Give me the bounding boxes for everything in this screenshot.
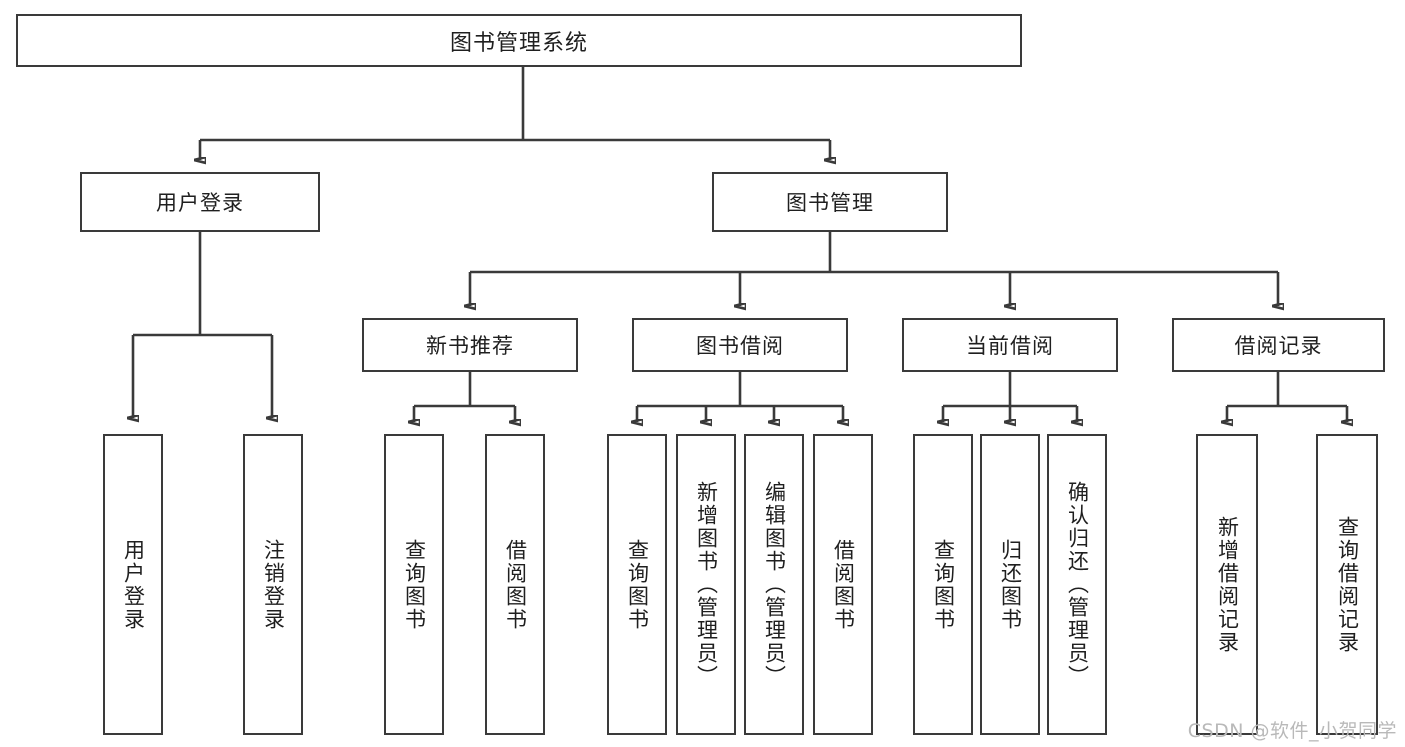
leaf-query-book-3-label: 查询图书 <box>931 538 956 631</box>
node-current-borrow-label: 当前借阅 <box>966 334 1054 358</box>
leaf-query-record-label: 查询借阅记录 <box>1335 515 1360 654</box>
leaf-query-book-3[interactable]: 查询图书 <box>913 434 973 735</box>
leaf-add-book[interactable]: 新增图书（管理员） <box>676 434 736 735</box>
leaf-add-book-label: 新增图书（管理员） <box>694 481 719 688</box>
node-book-management[interactable]: 图书管理 <box>712 172 948 232</box>
node-user-login[interactable]: 用户登录 <box>80 172 320 232</box>
node-current-borrow[interactable]: 当前借阅 <box>902 318 1118 372</box>
leaf-user-logout[interactable]: 注销登录 <box>243 434 303 735</box>
leaf-return-book[interactable]: 归还图书 <box>980 434 1040 735</box>
node-root-system[interactable]: 图书管理系统 <box>16 14 1022 67</box>
node-user-login-label: 用户登录 <box>156 191 244 215</box>
leaf-confirm-return-label: 确认归还（管理员） <box>1065 481 1090 688</box>
leaf-confirm-return[interactable]: 确认归还（管理员） <box>1047 434 1107 735</box>
leaf-user-login[interactable]: 用户登录 <box>103 434 163 735</box>
leaf-query-record[interactable]: 查询借阅记录 <box>1316 434 1378 735</box>
leaf-query-book-1-label: 查询图书 <box>402 538 427 631</box>
leaf-borrow-book-2[interactable]: 借阅图书 <box>813 434 873 735</box>
leaf-edit-book[interactable]: 编辑图书（管理员） <box>744 434 804 735</box>
leaf-borrow-book-2-label: 借阅图书 <box>831 538 856 631</box>
node-borrow-record-label: 借阅记录 <box>1234 334 1323 358</box>
leaf-query-book-2-label: 查询图书 <box>625 538 650 631</box>
node-book-borrow-label: 图书借阅 <box>696 334 784 358</box>
leaf-user-logout-label: 注销登录 <box>261 538 286 631</box>
node-borrow-record[interactable]: 借阅记录 <box>1172 318 1385 372</box>
leaf-query-book-1[interactable]: 查询图书 <box>384 434 444 735</box>
node-new-book-recommend-label: 新书推荐 <box>426 334 514 358</box>
leaf-return-book-label: 归还图书 <box>998 538 1023 631</box>
node-book-borrow[interactable]: 图书借阅 <box>632 318 848 372</box>
csdn-watermark: CSDN @软件_小贺同学 <box>1187 720 1397 742</box>
leaf-borrow-book-1-label: 借阅图书 <box>503 538 528 631</box>
node-new-book-recommend[interactable]: 新书推荐 <box>362 318 578 372</box>
node-root-label: 图书管理系统 <box>449 30 588 56</box>
node-book-management-label: 图书管理 <box>786 191 874 215</box>
leaf-add-record-label: 新增借阅记录 <box>1215 515 1240 654</box>
leaf-borrow-book-1[interactable]: 借阅图书 <box>485 434 545 735</box>
leaf-query-book-2[interactable]: 查询图书 <box>607 434 667 735</box>
leaf-add-record[interactable]: 新增借阅记录 <box>1196 434 1258 735</box>
leaf-edit-book-label: 编辑图书（管理员） <box>762 481 787 688</box>
leaf-user-login-label: 用户登录 <box>121 538 146 631</box>
